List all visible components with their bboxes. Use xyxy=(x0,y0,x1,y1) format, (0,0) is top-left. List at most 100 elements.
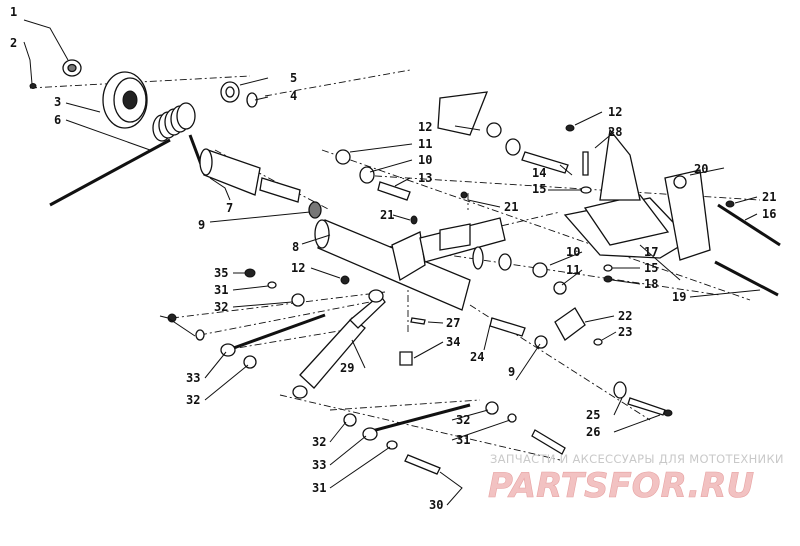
grease-fitting-21 xyxy=(460,191,468,199)
callout-21-right: 21 xyxy=(762,190,776,204)
watermark-logo: PARTSFOR.RU xyxy=(488,466,754,506)
screw-12-top xyxy=(565,124,575,132)
callout-28: 28 xyxy=(608,125,622,139)
callout-34: 34 xyxy=(446,335,460,349)
callout-24: 24 xyxy=(470,350,484,364)
pivot-block xyxy=(554,307,586,341)
link-arms xyxy=(227,313,566,475)
bushing-10-right xyxy=(505,138,521,156)
callout-7: 7 xyxy=(226,201,233,215)
callout-15-top: 15 xyxy=(532,182,546,196)
washer-23 xyxy=(593,338,603,346)
stop-block xyxy=(437,91,489,136)
callout-1: 1 xyxy=(10,5,17,19)
nut-18 xyxy=(603,275,613,283)
callout-12-right: 12 xyxy=(608,105,622,119)
bolt-head-26 xyxy=(663,409,673,417)
torsion-spring xyxy=(152,102,207,176)
callout-25: 25 xyxy=(586,408,600,422)
washer-15 xyxy=(580,186,592,194)
callout-4: 4 xyxy=(290,89,297,103)
callout-10-lower: 10 xyxy=(566,245,580,259)
spacer-sleeve xyxy=(220,81,240,103)
callout-20: 20 xyxy=(694,162,708,176)
callout-6: 6 xyxy=(54,113,61,127)
spring-rod xyxy=(49,138,171,207)
callout-9-lower: 9 xyxy=(508,365,515,379)
callout-31-right: 31 xyxy=(456,433,470,447)
callout-27: 27 xyxy=(446,316,460,330)
pin-24 xyxy=(489,317,526,337)
callout-33-bottom: 33 xyxy=(312,458,326,472)
callout-11-top: 11 xyxy=(418,137,432,151)
callout-32-bottom: 32 xyxy=(312,435,326,449)
callout-32-left: 32 xyxy=(214,300,228,314)
pivot-block-group xyxy=(489,307,673,417)
callout-labels: 1 2 3 6 5 4 7 9 8 12 11 10 13 12 28 14 1… xyxy=(10,5,776,512)
bolt-19 xyxy=(714,260,779,297)
shock-absorber xyxy=(292,289,386,399)
grease-fitting-21c xyxy=(725,200,735,208)
sleeve-tube xyxy=(199,148,322,219)
callout-2: 2 xyxy=(10,36,17,50)
rear-bracket-assembly xyxy=(563,128,781,297)
bushing-11-right xyxy=(486,122,502,138)
callout-15-lower: 15 xyxy=(644,261,658,275)
callout-23: 23 xyxy=(618,325,632,339)
pin-13 xyxy=(377,181,411,201)
callout-16: 16 xyxy=(762,207,776,221)
bolt-30-right xyxy=(531,429,566,455)
sleeve-34 xyxy=(399,351,413,366)
callout-22: 22 xyxy=(618,309,632,323)
bolt-30 xyxy=(404,454,441,475)
bushing-11-lower xyxy=(553,281,567,295)
callout-33-left: 33 xyxy=(186,371,200,385)
callout-5: 5 xyxy=(290,71,297,85)
callout-32-leftlower: 32 xyxy=(186,393,200,407)
callout-12-mid: 12 xyxy=(291,261,305,275)
callout-13: 13 xyxy=(418,171,432,185)
callout-35: 35 xyxy=(214,266,228,280)
callout-26: 26 xyxy=(586,425,600,439)
small-hardware xyxy=(167,268,517,450)
front-arm-assembly xyxy=(314,217,512,311)
pin-14 xyxy=(521,151,569,174)
bolt-28 xyxy=(582,151,589,176)
bolt-27 xyxy=(410,317,426,325)
bolt-16 xyxy=(717,203,781,247)
watermark-tagline: ЗАПЧАСТИ И АКСЕССУАРЫ ДЛЯ МОТОТЕХНИКИ xyxy=(490,452,784,466)
callout-21-mid: 21 xyxy=(504,200,518,214)
gear-washer-25 xyxy=(613,381,627,399)
callout-10-top: 10 xyxy=(418,153,432,167)
callout-31-left: 31 xyxy=(214,283,228,297)
grease-fitting-21b xyxy=(410,215,418,225)
bolt-26 xyxy=(627,397,666,416)
callout-11-lower: 11 xyxy=(566,263,580,277)
leader-lines xyxy=(23,19,761,506)
bushing-10-left xyxy=(359,166,375,184)
callout-14: 14 xyxy=(532,166,546,180)
bushing-11-left xyxy=(335,149,351,165)
callout-9-left: 9 xyxy=(198,218,205,232)
hub-bushing-bore xyxy=(67,63,77,73)
callout-32-right: 32 xyxy=(456,413,470,427)
callout-31-bottom: 31 xyxy=(312,481,326,495)
washer-15b xyxy=(603,264,613,272)
idler-wheel-hub xyxy=(122,90,138,110)
set-screw xyxy=(29,83,37,89)
bushing-9b xyxy=(534,335,548,349)
callout-8: 8 xyxy=(292,240,299,254)
callout-3: 3 xyxy=(54,95,61,109)
bushing-10-lower xyxy=(532,262,548,278)
watermark: ЗАПЧАСТИ И АКСЕССУАРЫ ДЛЯ МОТОТЕХНИКИ PA… xyxy=(488,452,784,506)
callout-18: 18 xyxy=(644,277,658,291)
callout-30: 30 xyxy=(429,498,443,512)
upper-pivot-parts xyxy=(335,91,592,295)
idler-group xyxy=(29,59,322,219)
callout-19: 19 xyxy=(672,290,686,304)
callout-29: 29 xyxy=(340,361,354,375)
callout-17: 17 xyxy=(644,245,658,259)
callout-21-left: 21 xyxy=(380,208,394,222)
